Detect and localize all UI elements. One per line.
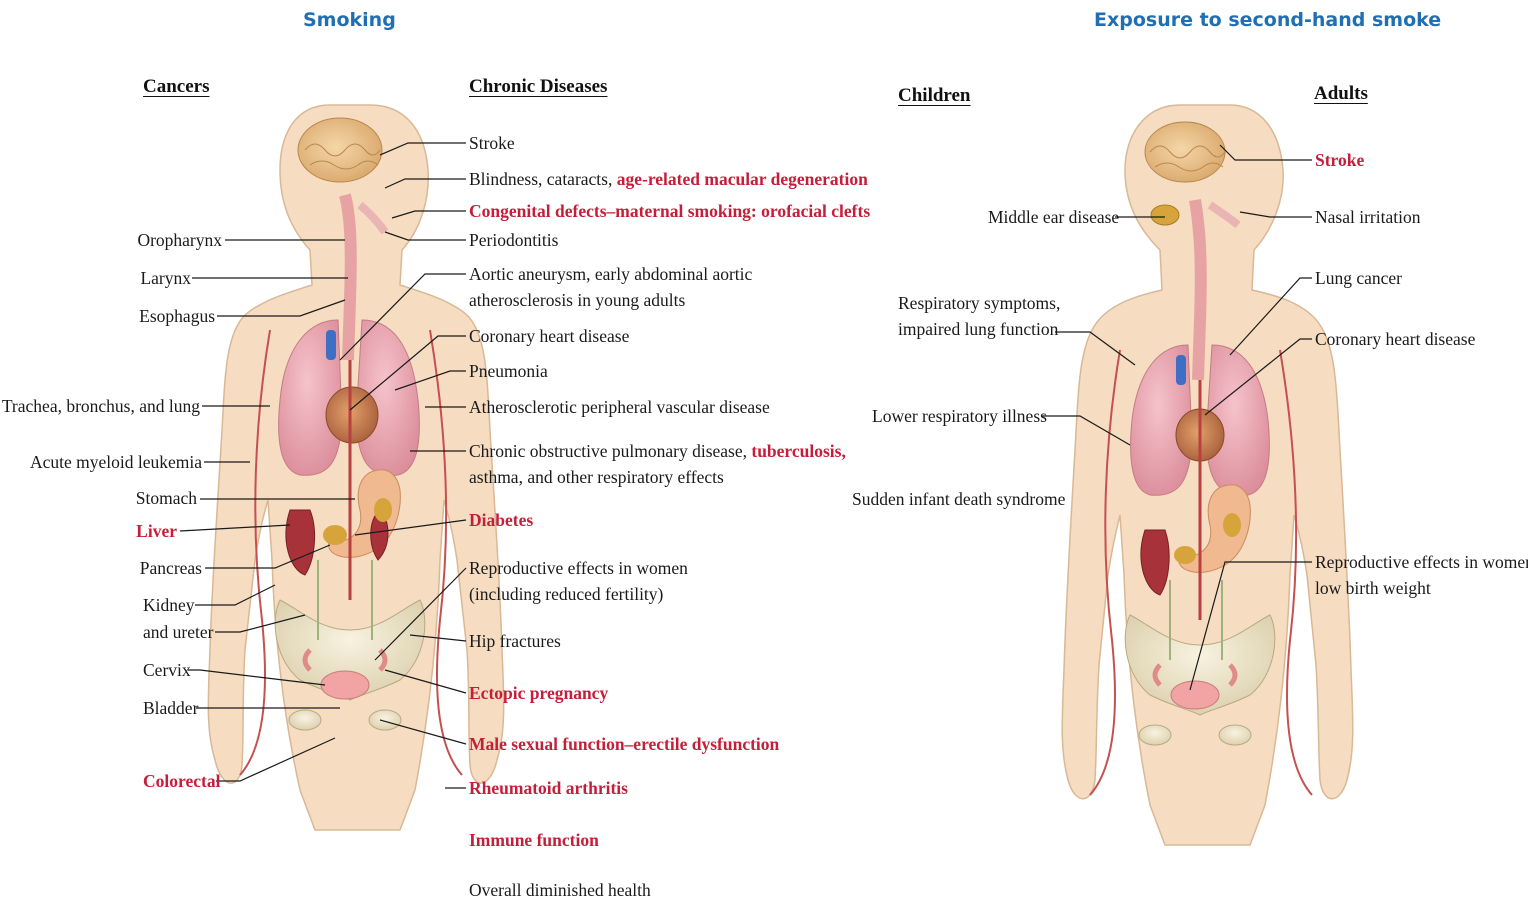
cancer-label: Esophagus	[139, 303, 215, 329]
right-brain	[1145, 122, 1225, 182]
disease-label-ectopic: Ectopic pregnancy	[469, 680, 608, 706]
copd-line-2: asthma, and other respiratory effects	[469, 464, 846, 490]
adults-label-lung-cancer: Lung cancer	[1315, 265, 1402, 291]
left-bladder	[321, 671, 369, 699]
cancer-label: Oropharynx	[137, 227, 222, 253]
disease-label-male-sexual: Male sexual function–erectile dysfunctio…	[469, 731, 779, 757]
copd-text: Chronic obstructive pulmonary disease,	[469, 441, 751, 461]
resp-line-1: Respiratory symptoms,	[898, 290, 1060, 316]
disease-label-reproductive: Reproductive effects in women(including …	[469, 555, 688, 607]
children-label-lower-respiratory: Lower respiratory illness	[872, 403, 1047, 429]
disease-label-coronary: Coronary heart disease	[469, 323, 629, 349]
left-body-silhouette	[208, 105, 503, 830]
cancer-label-highlight: Liver	[136, 518, 177, 544]
chronic-diseases-header: Chronic Diseases	[469, 76, 607, 98]
children-label-sids: Sudden infant death syndrome	[852, 486, 1065, 512]
cancer-label: Stomach	[136, 485, 197, 511]
cancer-label: Cervix	[143, 657, 191, 683]
macular-degeneration-text: age-related macular degeneration	[617, 169, 868, 189]
adults-label-nasal: Nasal irritation	[1315, 204, 1420, 230]
disease-label-congenital: Congenital defects–maternal smoking: oro…	[469, 198, 870, 224]
cancer-label: Bladder	[143, 695, 198, 721]
cancer-label: Kidney	[143, 592, 195, 618]
disease-label-copd: Chronic obstructive pulmonary disease, t…	[469, 438, 846, 490]
cancer-label-highlight: Colorectal	[143, 768, 220, 794]
left-body	[208, 105, 503, 830]
cancer-label: Acute myeloid leukemia	[30, 449, 202, 475]
disease-label-immune: Immune function	[469, 827, 599, 853]
adults-header: Adults	[1314, 83, 1368, 105]
tuberculosis-text: tuberculosis,	[751, 441, 845, 461]
disease-label-diabetes: Diabetes	[469, 507, 533, 533]
resp-line-2: impaired lung function	[898, 316, 1060, 342]
left-brain	[298, 118, 382, 182]
adults-label-coronary: Coronary heart disease	[1315, 326, 1475, 352]
adults-label-stroke: Stroke	[1315, 147, 1364, 173]
disease-label-hip: Hip fractures	[469, 628, 561, 654]
children-header: Children	[898, 85, 971, 107]
disease-label-rheumatoid: Rheumatoid arthritis	[469, 775, 628, 801]
adult-repro-line-2: low birth weight	[1315, 575, 1528, 601]
cancer-label: Pancreas	[140, 555, 202, 581]
blindness-text: Blindness, cataracts,	[469, 169, 617, 189]
adult-repro-line-1: Reproductive effects in women:	[1315, 549, 1528, 575]
disease-label-periodontitis: Periodontitis	[469, 227, 558, 253]
aortic-line-2: atherosclerosis in young adults	[469, 287, 752, 313]
repro-line-1: Reproductive effects in women	[469, 555, 688, 581]
cancers-header: Cancers	[143, 76, 209, 98]
secondhand-title: Exposure to second-hand smoke	[1094, 9, 1441, 31]
cancer-label: Larynx	[140, 265, 191, 291]
disease-label-pneumonia: Pneumonia	[469, 358, 548, 384]
cancer-label: and ureter	[143, 619, 213, 645]
adults-label-reproductive: Reproductive effects in women:low birth …	[1315, 549, 1528, 601]
disease-label-blindness: Blindness, cataracts, age-related macula…	[469, 166, 868, 192]
smoking-title: Smoking	[303, 9, 396, 31]
cancer-label: Trachea, bronchus, and lung	[2, 393, 200, 419]
left-heart	[326, 387, 378, 443]
disease-label-stroke: Stroke	[469, 130, 515, 156]
disease-label-overall: Overall diminished health	[469, 877, 651, 903]
aortic-line-1: Aortic aneurysm, early abdominal aortic	[469, 261, 752, 287]
children-label-respiratory: Respiratory symptoms,impaired lung funct…	[898, 290, 1060, 342]
children-label-ear: Middle ear disease	[988, 204, 1119, 230]
disease-label-atherosclerotic: Atherosclerotic peripheral vascular dise…	[469, 394, 770, 420]
repro-line-2: (including reduced fertility)	[469, 581, 688, 607]
